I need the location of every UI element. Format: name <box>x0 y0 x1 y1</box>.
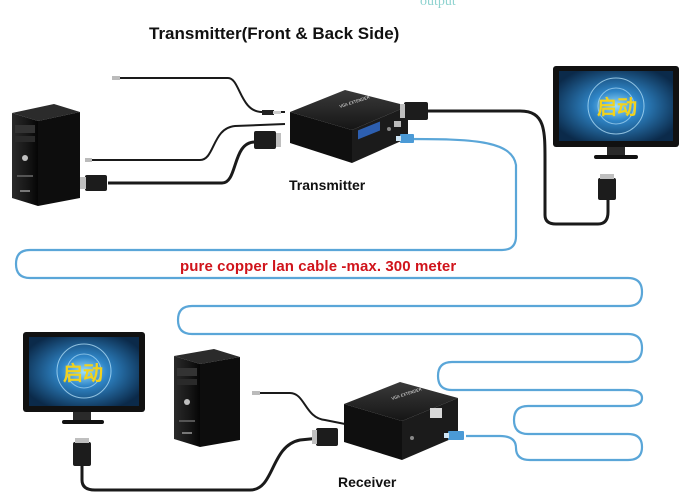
vga-plug-icon <box>400 102 616 200</box>
vga-cable-bottom-monitor <box>80 436 321 492</box>
cable-label: pure copper lan cable -max. 300 meter <box>180 258 457 275</box>
vga-plug-icon <box>80 131 281 191</box>
transmitter-device: VGA EXTENDER <box>290 90 408 163</box>
pc-tower-bottom <box>174 349 240 447</box>
vga-plug-icon <box>73 428 338 466</box>
rj45-plug-icon <box>396 134 414 143</box>
vga-cable-top <box>108 140 256 185</box>
audio-plug-icon <box>85 76 281 162</box>
diagram-title: Transmitter(Front & Back Side) <box>149 24 400 43</box>
audio-cable-top-b <box>90 123 286 161</box>
monitor-top: 启动 <box>553 66 679 159</box>
monitor-bottom: 启动 <box>23 332 145 424</box>
vga-cable-to-monitor-top <box>428 109 610 226</box>
receiver-device: VGA EXTENDER <box>344 382 458 460</box>
lan-cable <box>14 137 644 462</box>
top-cutoff-text: output <box>420 0 456 9</box>
monitor-bottom-splash-text: 启动 <box>63 361 103 385</box>
pc-tower-top <box>12 104 80 206</box>
audio-cable-top-a <box>118 77 285 113</box>
rj45-plug-icon <box>444 431 464 440</box>
audio-plug-icon <box>252 391 260 395</box>
audio-cable-bottom <box>258 392 346 425</box>
transmitter-label: Transmitter <box>289 177 366 193</box>
receiver-label: Receiver <box>338 474 397 490</box>
monitor-top-splash-text: 启动 <box>597 95 637 119</box>
